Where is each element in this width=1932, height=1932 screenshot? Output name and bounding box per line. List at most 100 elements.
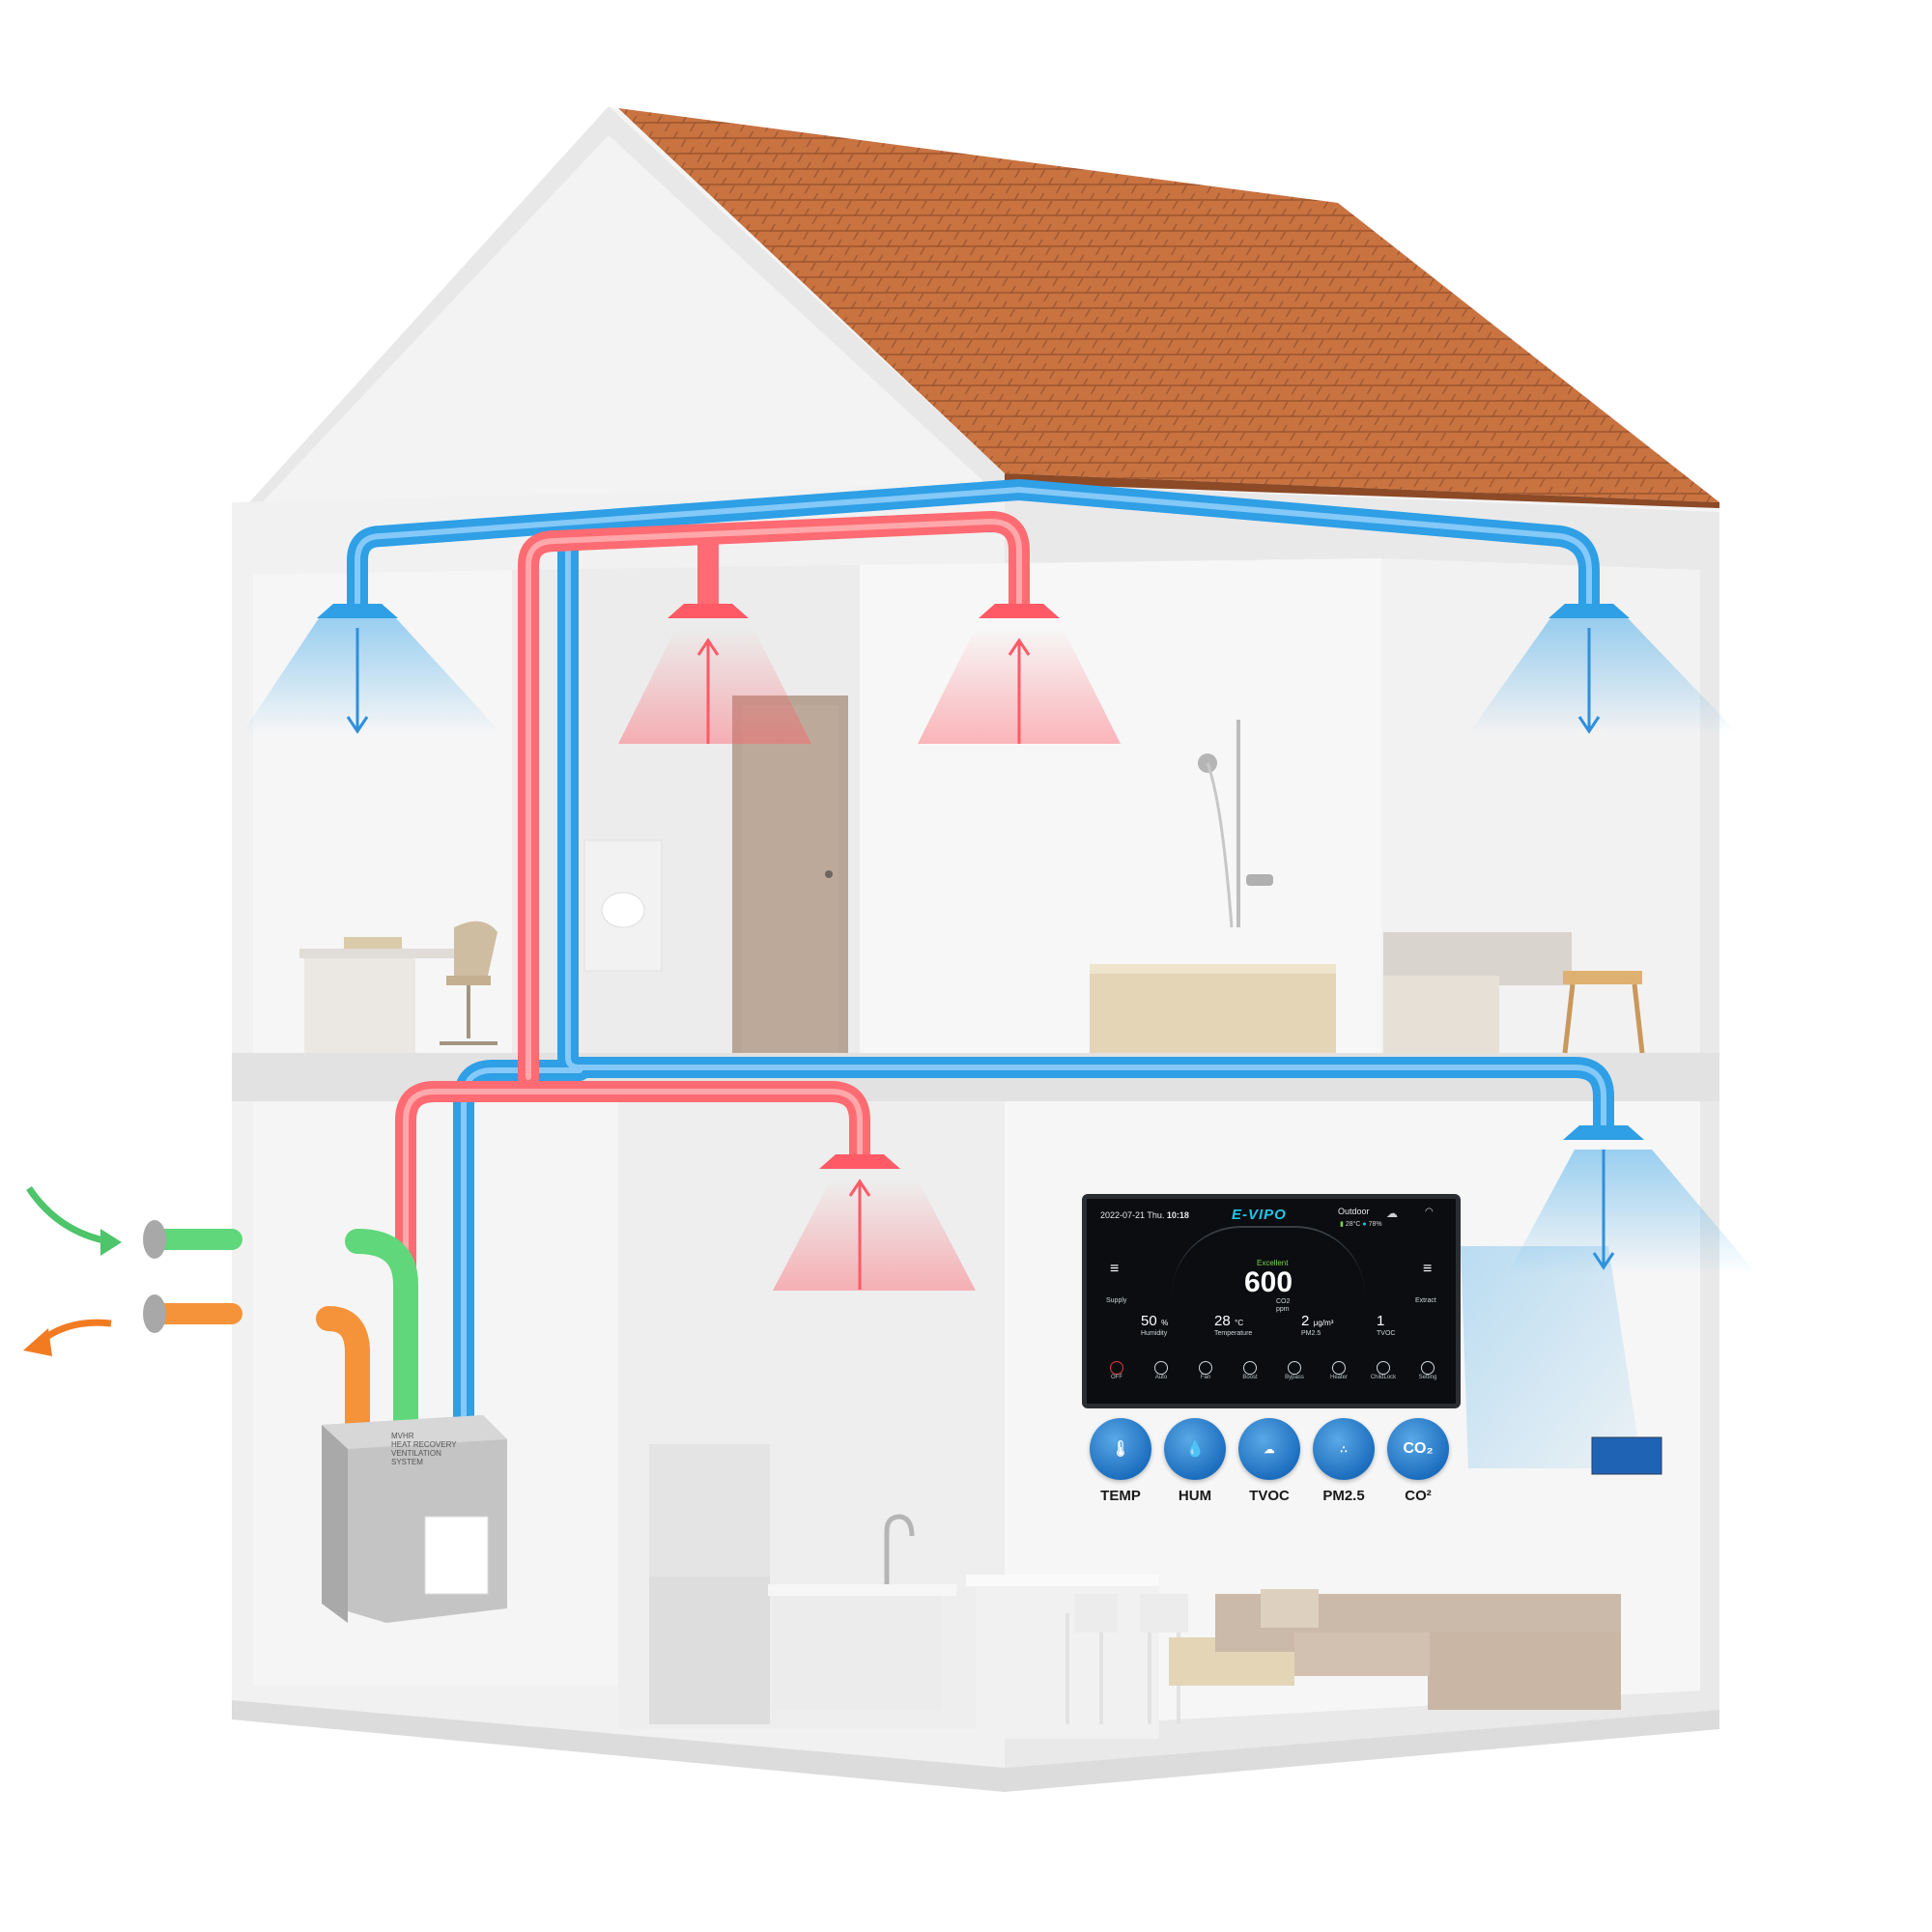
controller-display: 2022-07-21 Thu. 10:18 E-VIPO Outdoor ▮ 2… (1082, 1194, 1461, 1408)
water-drop-icon: 💧 (1164, 1418, 1226, 1480)
sensor-label: CO² (1405, 1488, 1432, 1504)
gear-icon (1421, 1361, 1435, 1375)
outdoor-humidity: 78% (1368, 1221, 1382, 1228)
exhaust-air-duct (146, 1303, 370, 1437)
mvhr-label-line: VENTILATION (391, 1449, 441, 1458)
extract-fan-level-icon: ≡ (1423, 1261, 1433, 1277)
bathroom-furniture (583, 696, 1336, 1053)
outdoor-temp: 28°C (1345, 1221, 1361, 1228)
fan-button[interactable]: Fan (1183, 1361, 1228, 1380)
weekday-text: Thu. (1147, 1210, 1165, 1220)
fan-icon (1199, 1361, 1212, 1375)
reading-pm25: 2 μg/m³ PM2.5 (1301, 1313, 1333, 1337)
power-icon (1110, 1361, 1123, 1375)
auto-icon (1154, 1361, 1168, 1375)
fresh-air-inlet-cap (143, 1220, 166, 1259)
weather-cloud-icon: ☁ (1386, 1207, 1398, 1220)
brand-logo: E-VIPO (1232, 1207, 1287, 1223)
heater-icon (1332, 1361, 1346, 1375)
living-room-furniture (1169, 1589, 1621, 1710)
tvoc-cloud-icon: ☁ (1238, 1418, 1300, 1480)
outdoor-label: Outdoor (1338, 1207, 1370, 1216)
reading-label: Temperature (1214, 1330, 1253, 1337)
reading-label: PM2.5 (1301, 1330, 1321, 1337)
controller-button-bar: OFF Auto Fan Boost Bypass Heater ChildLo… (1094, 1361, 1450, 1380)
bedroom-furniture (1383, 932, 1645, 1054)
heater-button[interactable]: Heater (1317, 1361, 1361, 1380)
mvhr-unit (322, 1415, 507, 1623)
supply-duct-network (395, 511, 1030, 1435)
wall-controller (1591, 1436, 1662, 1475)
lock-icon (1377, 1361, 1390, 1375)
thermometer-icon: 🌡 (1090, 1418, 1151, 1480)
thermometer-icon: ▮ (1340, 1221, 1344, 1228)
kitchen-furniture (649, 1444, 1188, 1739)
sensor-label: TEMP (1100, 1488, 1141, 1504)
reading-humidity: 50 % Humidity (1141, 1313, 1168, 1337)
reading-value: 1 (1377, 1313, 1385, 1329)
roof (618, 108, 1719, 502)
supply-diffusers (668, 604, 1060, 1169)
bypass-button[interactable]: Bypass (1272, 1361, 1317, 1380)
sensor-hum: 💧 HUM (1164, 1418, 1226, 1504)
reading-temperature: 28 °C Temperature (1214, 1313, 1252, 1337)
reading-value: 2 (1301, 1313, 1310, 1329)
sensor-tvoc: ☁ TVOC (1238, 1418, 1300, 1504)
reading-label: TVOC (1377, 1330, 1396, 1337)
fresh-air-inflow-arrow (26, 1186, 109, 1245)
button-label: Fan (1200, 1375, 1211, 1380)
co2-unit: CO2 ppm (1276, 1298, 1290, 1314)
reading-unit: °C (1235, 1319, 1244, 1327)
co2-unit-line1: CO2 (1276, 1298, 1291, 1305)
fresh-air-duct (146, 1229, 418, 1437)
extract-diffusers (317, 604, 1644, 1140)
date-time: 2022-07-21 Thu. 10:18 (1100, 1210, 1189, 1220)
date-text: 2022-07-21 (1100, 1210, 1146, 1220)
reading-unit: % (1161, 1319, 1169, 1327)
auto-button[interactable]: Auto (1139, 1361, 1183, 1380)
office-furniture (299, 921, 497, 1053)
boost-button[interactable]: Boost (1228, 1361, 1272, 1380)
controller-signal-beam (1461, 1246, 1642, 1468)
extract-airflow-zones (242, 618, 1758, 1275)
mvhr-label-line: HEAT RECOVERY (391, 1440, 457, 1449)
humidity-icon: ● (1362, 1221, 1367, 1228)
reading-unit: μg/m³ (1313, 1319, 1334, 1327)
reading-label: Humidity (1141, 1330, 1168, 1337)
button-label: OFF (1111, 1375, 1122, 1380)
co2-icon: CO₂ (1387, 1418, 1449, 1480)
supply-label: Supply (1106, 1297, 1127, 1304)
co2-gauge-arc (1172, 1226, 1365, 1295)
co2-value: 600 (1244, 1266, 1293, 1298)
setting-button[interactable]: Setting (1406, 1361, 1450, 1380)
sensor-temp: 🌡 TEMP (1090, 1418, 1151, 1504)
reading-value: 50 (1141, 1313, 1157, 1329)
air-quality-status: Excellent (1257, 1259, 1289, 1267)
childlock-button[interactable]: ChildLock (1361, 1361, 1406, 1380)
supply-flow-arrows (696, 638, 1031, 1290)
button-label: Setting (1418, 1375, 1437, 1380)
sensor-label: HUM (1178, 1488, 1212, 1504)
button-label: Bypass (1285, 1375, 1304, 1380)
sensor-co2: CO₂ CO² (1387, 1418, 1449, 1504)
exhaust-air-outlet-cap (143, 1294, 166, 1333)
button-label: Boost (1242, 1375, 1258, 1380)
reading-value: 28 (1214, 1313, 1231, 1329)
co2-unit-line2: ppm (1276, 1306, 1290, 1313)
button-label: ChildLock (1370, 1375, 1397, 1380)
button-label: Heater (1329, 1375, 1348, 1380)
sensor-label: TVOC (1249, 1488, 1290, 1504)
pm25-particles-icon: ∴ (1313, 1418, 1375, 1480)
extract-label: Extract (1415, 1297, 1436, 1304)
wifi-icon: ◠ (1425, 1207, 1434, 1217)
boost-icon (1243, 1361, 1257, 1375)
mvhr-unit-label: MVHR HEAT RECOVERY VENTILATION SYSTEM (391, 1432, 457, 1466)
power-button[interactable]: OFF (1094, 1361, 1139, 1380)
bypass-icon (1288, 1361, 1301, 1375)
sensor-label: PM2.5 (1322, 1488, 1365, 1504)
time-text: 10:18 (1166, 1210, 1189, 1220)
outdoor-readings: ▮ 28°C ● 78% (1340, 1220, 1382, 1228)
sensor-pm25: ∴ PM2.5 (1313, 1418, 1375, 1504)
mvhr-label-line: MVHR (391, 1432, 414, 1440)
